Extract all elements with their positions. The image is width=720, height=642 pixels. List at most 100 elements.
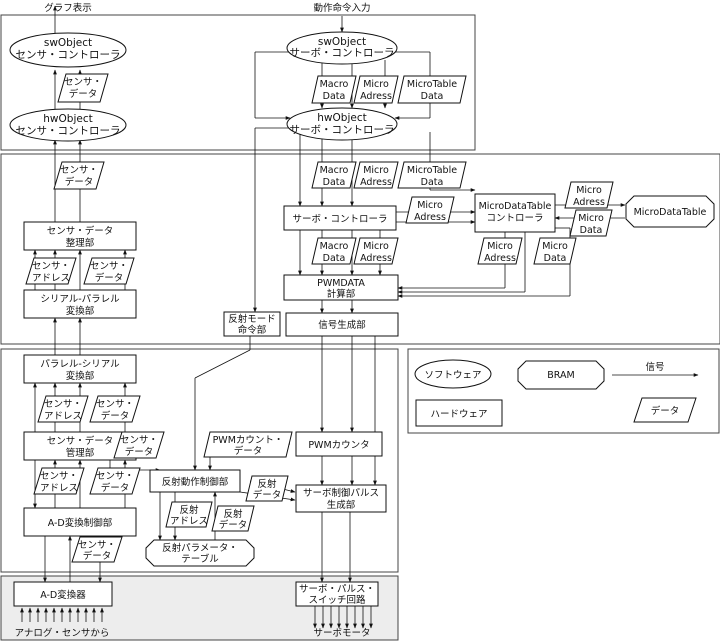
svg-text:Data: Data <box>323 177 346 188</box>
svg-text:アドレス: アドレス <box>44 411 82 422</box>
hw-sensor-controller: hwObject センサ・コントローラ <box>9 108 127 142</box>
svg-text:ソフトウェア: ソフトウェア <box>424 370 481 381</box>
svg-text:スイッチ回路: スイッチ回路 <box>308 594 366 606</box>
microtable-data-parallelogram: MicroTable Data <box>397 75 467 104</box>
svg-text:MicroDataTable: MicroDataTable <box>634 207 707 218</box>
servo-controller-box: サーボ・コントローラ <box>283 205 397 231</box>
svg-text:変換部: 変換部 <box>66 370 95 382</box>
svg-text:Micro: Micro <box>363 165 389 176</box>
svg-text:データ: データ <box>101 482 130 494</box>
macro-data-parallelogram: Macro Data <box>311 75 357 104</box>
svg-text:PWMカウンタ: PWMカウンタ <box>308 440 369 451</box>
svg-text:データ: データ <box>219 519 248 531</box>
svg-text:データ: データ <box>95 272 124 284</box>
svg-text:Data: Data <box>421 177 444 188</box>
microtable-data-parallelogram: MicroTable Data <box>397 161 467 189</box>
svg-text:A-D変換制御部: A-D変換制御部 <box>48 517 113 529</box>
svg-text:Adress: Adress <box>360 177 392 188</box>
sensor-adress-parallelogram: センサ・ アドレス <box>33 467 85 495</box>
svg-text:MicroTable: MicroTable <box>407 165 457 176</box>
ad-converter-box: A-D変換器 <box>13 581 113 607</box>
svg-text:Micro: Micro <box>542 241 568 252</box>
svg-text:Adress: Adress <box>573 197 605 208</box>
microdatatable-controller-box: MicroDataTable コントローラ <box>474 193 556 233</box>
svg-text:PWMカウント・: PWMカウント・ <box>213 435 284 446</box>
micro-adress-parallelogram: Micro Adress <box>477 237 523 265</box>
micro-adress-parallelogram: Micro Adress <box>405 196 455 224</box>
svg-text:シリアル-パラレル: シリアル-パラレル <box>40 294 120 305</box>
legend-bram: BRAM <box>517 360 605 390</box>
svg-text:センサ・: センサ・ <box>44 399 82 410</box>
svg-text:反射モード: 反射モード <box>228 313 276 325</box>
serial-parallel-box: シリアル-パラレル 変換部 <box>23 289 137 319</box>
svg-text:Micro: Micro <box>576 185 602 196</box>
svg-text:センサ・: センサ・ <box>40 471 78 482</box>
macro-data-parallelogram: Macro Data <box>311 237 357 265</box>
svg-text:Adress: Adress <box>360 253 392 264</box>
sensor-data-parallelogram: センサ・ データ <box>89 395 141 423</box>
svg-text:センサ・: センサ・ <box>78 540 116 551</box>
svg-text:テーブル: テーブル <box>181 553 219 565</box>
signal-gen-box: 信号生成部 <box>285 312 399 337</box>
svg-text:管理部: 管理部 <box>66 447 95 459</box>
sensor-data-parallelogram: センサ・ データ <box>53 161 105 190</box>
svg-text:Data: Data <box>323 91 346 102</box>
svg-text:Micro: Micro <box>417 200 443 211</box>
svg-text:サーボ・コントローラ: サーボ・コントローラ <box>290 124 395 136</box>
svg-text:センサ・: センサ・ <box>90 261 128 272</box>
svg-text:Data: Data <box>580 225 603 236</box>
servo-pulse-gen-box: サーボ制御パルス 生成部 <box>295 484 387 513</box>
svg-text:hwObject: hwObject <box>317 112 366 124</box>
svg-text:データ: データ <box>651 405 680 417</box>
svg-text:MicroTable: MicroTable <box>407 79 457 90</box>
svg-text:Adress: Adress <box>484 253 516 264</box>
micro-adress-parallelogram: Micro Adress <box>353 75 399 104</box>
command-input-label: 動作命令入力 <box>313 2 370 14</box>
svg-text:センサ・データ: センサ・データ <box>47 435 114 447</box>
svg-text:データ: データ <box>65 176 94 188</box>
parallel-serial-box: パラレル-シリアル 変換部 <box>23 354 137 384</box>
svg-text:反射パラメータ・: 反射パラメータ・ <box>162 542 238 554</box>
svg-text:swObject: swObject <box>318 36 366 48</box>
svg-text:パラレル-シリアル: パラレル-シリアル <box>40 359 120 370</box>
svg-text:センサ・: センサ・ <box>96 399 134 410</box>
analog-sensor-label: アナログ・センサから <box>15 627 110 639</box>
svg-text:反射: 反射 <box>179 504 199 516</box>
macro-data-parallelogram: Macro Data <box>311 161 357 189</box>
micro-data-parallelogram: Micro Data <box>533 237 577 265</box>
svg-text:反射: 反射 <box>257 478 277 490</box>
svg-text:Macro: Macro <box>320 79 349 90</box>
sensor-data-org-box: センサ・データ 整理部 <box>23 221 137 251</box>
svg-text:センサ・: センサ・ <box>64 77 102 88</box>
svg-text:サーボ制御パルス: サーボ制御パルス <box>303 487 379 499</box>
svg-text:変換部: 変換部 <box>66 305 95 317</box>
svg-text:反射: 反射 <box>223 508 243 520</box>
hw-servo-controller: hwObject サーボ・コントローラ <box>286 107 398 141</box>
reflect-param-table-bram: 反射パラメータ・ テーブル <box>145 539 255 567</box>
sensor-data-parallelogram: センサ・ データ <box>83 257 135 285</box>
legend-signal: 信号 <box>612 361 699 377</box>
svg-text:センサ・コントローラ: センサ・コントローラ <box>16 49 121 61</box>
sw-servo-controller: swObject サーボ・コントローラ <box>286 31 398 65</box>
svg-text:Adress: Adress <box>360 91 392 102</box>
svg-text:A-D変換器: A-D変換器 <box>40 589 86 601</box>
svg-text:アドレス: アドレス <box>32 273 70 284</box>
legend-data: データ <box>633 397 697 423</box>
svg-text:センサ・: センサ・ <box>120 435 158 446</box>
svg-text:PWMDATA: PWMDATA <box>317 278 365 289</box>
svg-text:Macro: Macro <box>320 165 349 176</box>
sensor-data-parallelogram: センサ・ データ <box>57 73 109 103</box>
micro-adress-parallelogram: Micro Adress <box>353 161 399 189</box>
svg-text:アドレス: アドレス <box>40 483 78 494</box>
svg-text:データ: データ <box>69 88 98 100</box>
sw-sensor-controller: swObject センサ・コントローラ <box>9 32 127 68</box>
pwm-counter-box: PWMカウンタ <box>295 431 383 457</box>
svg-text:データ: データ <box>253 489 282 501</box>
svg-text:センサ・: センサ・ <box>96 471 134 482</box>
svg-text:Data: Data <box>323 253 346 264</box>
svg-text:反射動作制御部: 反射動作制御部 <box>162 476 229 488</box>
svg-text:データ: データ <box>83 550 112 562</box>
sensor-data-parallelogram: センサ・ データ <box>89 467 141 495</box>
svg-text:整理部: 整理部 <box>66 237 95 249</box>
